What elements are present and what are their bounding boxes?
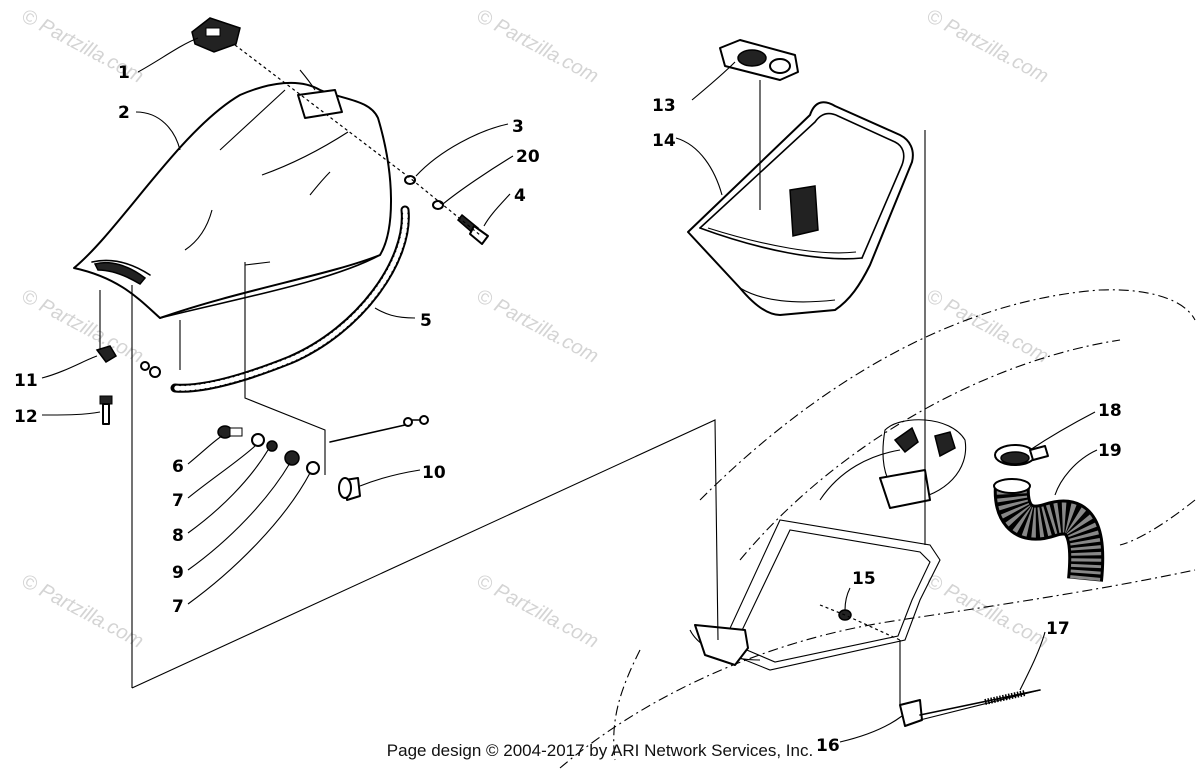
- callout-15: 15: [852, 569, 876, 589]
- callout-16: 16: [816, 736, 840, 756]
- hardware-group: [217, 415, 429, 501]
- callout-9: 9: [172, 563, 184, 583]
- storage-tray: [687, 101, 914, 316]
- callout-1: 1: [118, 63, 130, 83]
- seat: [73, 69, 392, 319]
- callout-8: 8: [172, 526, 184, 546]
- callout-20: 20: [516, 147, 540, 167]
- callout-5: 5: [420, 311, 432, 331]
- watermarks: © Partzilla.com © Partzilla.com © Partzi…: [18, 5, 1052, 653]
- callout-18: 18: [1098, 401, 1122, 421]
- fasteners-upper: [234, 44, 489, 245]
- alignment-lines: [99, 80, 1041, 721]
- watermark: © Partzilla.com: [923, 285, 1052, 368]
- callout-7a: 7: [172, 491, 184, 511]
- watermark: © Partzilla.com: [923, 570, 1052, 653]
- tray-latch: [719, 39, 799, 81]
- callout-19: 19: [1098, 441, 1122, 461]
- seat-latch: [191, 17, 241, 53]
- watermark: © Partzilla.com: [18, 285, 147, 368]
- callout-leaders: [41, 37, 1098, 743]
- callout-labels: 1 2 3 20 4 5 6 7 8 9 7 10 11 12 13 14 15…: [14, 63, 1122, 756]
- watermark: © Partzilla.com: [473, 285, 602, 368]
- callout-3: 3: [512, 117, 524, 137]
- watermark: © Partzilla.com: [473, 570, 602, 653]
- copyright-footer: Page design © 2004-2017 by ARI Network S…: [386, 741, 814, 760]
- seat-strap: [140, 205, 410, 393]
- vehicle-body-outline: [559, 289, 1196, 769]
- callout-7b: 7: [172, 597, 184, 617]
- callout-13: 13: [652, 96, 676, 116]
- callout-14: 14: [652, 131, 676, 151]
- callout-4: 4: [514, 186, 526, 206]
- callout-10: 10: [422, 463, 446, 483]
- watermark: © Partzilla.com: [18, 570, 147, 653]
- watermark: © Partzilla.com: [923, 5, 1052, 88]
- callout-11: 11: [14, 371, 38, 391]
- fasteners-left: [95, 345, 118, 425]
- watermark: © Partzilla.com: [473, 5, 602, 88]
- bolt-15: [819, 604, 901, 641]
- callout-2: 2: [118, 103, 130, 123]
- callout-6: 6: [172, 457, 184, 477]
- callout-17: 17: [1046, 619, 1070, 639]
- callout-12: 12: [14, 407, 38, 427]
- hose-assembly: [993, 444, 1105, 582]
